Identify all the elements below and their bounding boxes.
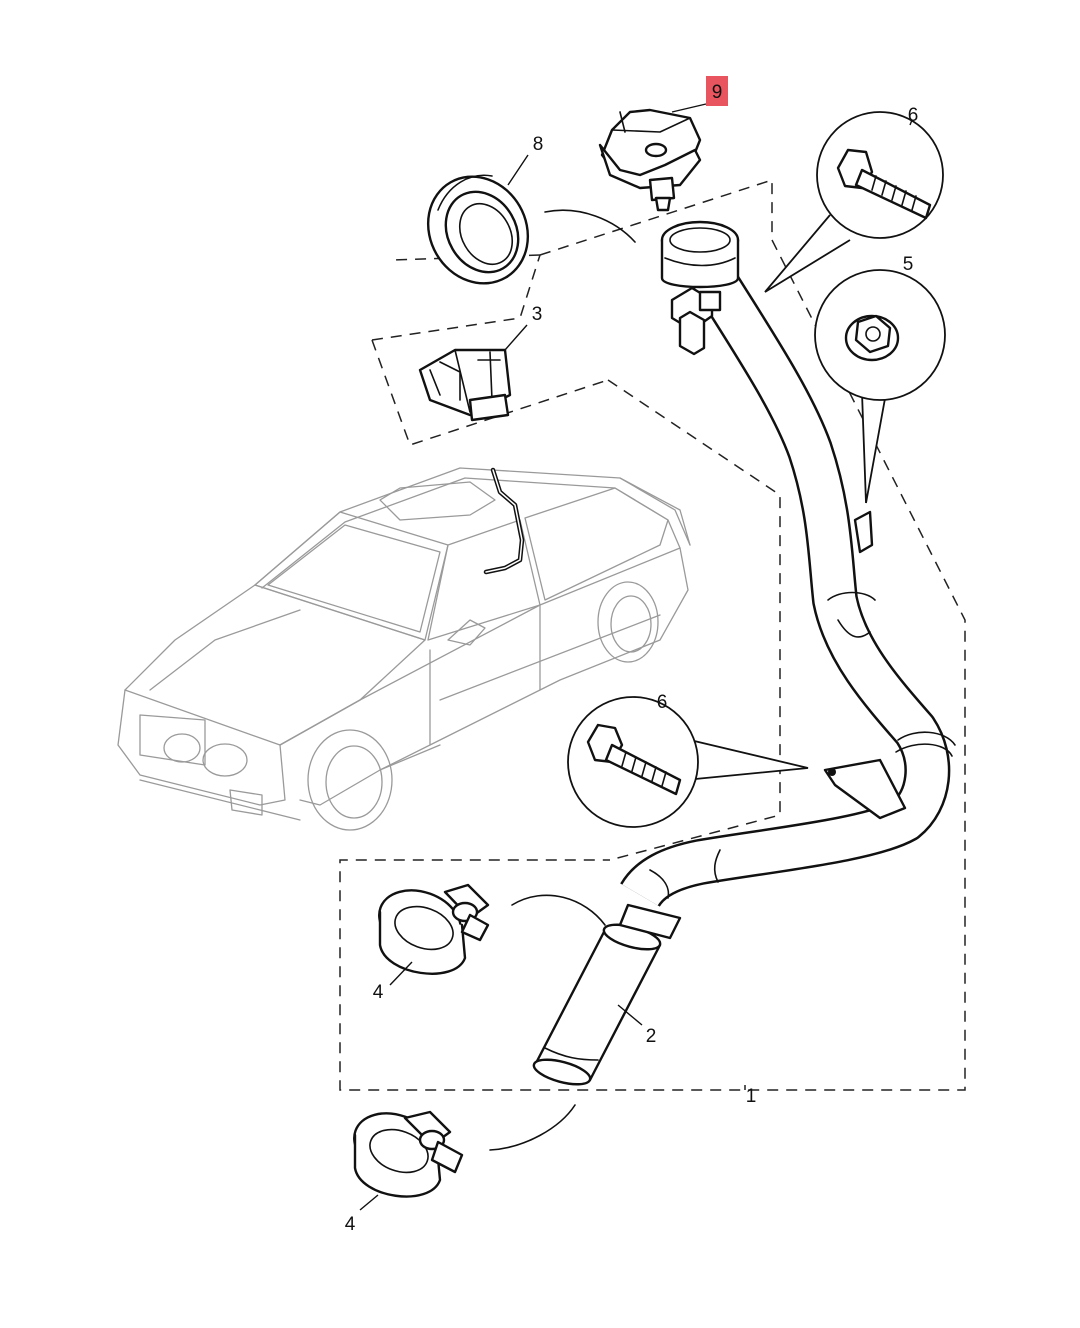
part-number-labels: 9 8 6 5 3 6 4 2 1 4 — [345, 76, 919, 1235]
label-part-9: 9 — [712, 82, 723, 103]
mounting-clip-icon — [418, 348, 512, 422]
fuel-filler-cap-icon — [598, 108, 702, 212]
label-part-4-lower: 4 — [345, 1214, 356, 1235]
filler-neck-icon — [660, 220, 740, 356]
hose-clamp-icon — [353, 1110, 464, 1198]
highlight-box-part-9 — [706, 76, 728, 106]
vehicle-outline — [117, 467, 691, 831]
label-part-4-upper: 4 — [373, 982, 384, 1003]
breather-pipe-icon — [483, 467, 525, 575]
label-part-2: 2 — [646, 1026, 657, 1047]
label-part-8: 8 — [533, 134, 544, 155]
hose-clamp-icon — [378, 883, 490, 975]
label-part-6-bottom: 6 — [657, 692, 668, 713]
fuel-filler-pipe-icon — [620, 252, 956, 908]
flange-nut-callout — [814, 269, 946, 504]
connecting-hose-icon — [532, 903, 682, 1086]
filler-neck-seal-icon — [426, 174, 530, 285]
label-part-3: 3 — [532, 304, 543, 325]
label-part-1: 1 — [746, 1086, 757, 1107]
label-part-6-top: 6 — [908, 105, 919, 126]
bolt-callout-bottom — [567, 696, 809, 828]
label-part-5: 5 — [903, 254, 914, 275]
bolt-callout-top — [764, 111, 944, 293]
